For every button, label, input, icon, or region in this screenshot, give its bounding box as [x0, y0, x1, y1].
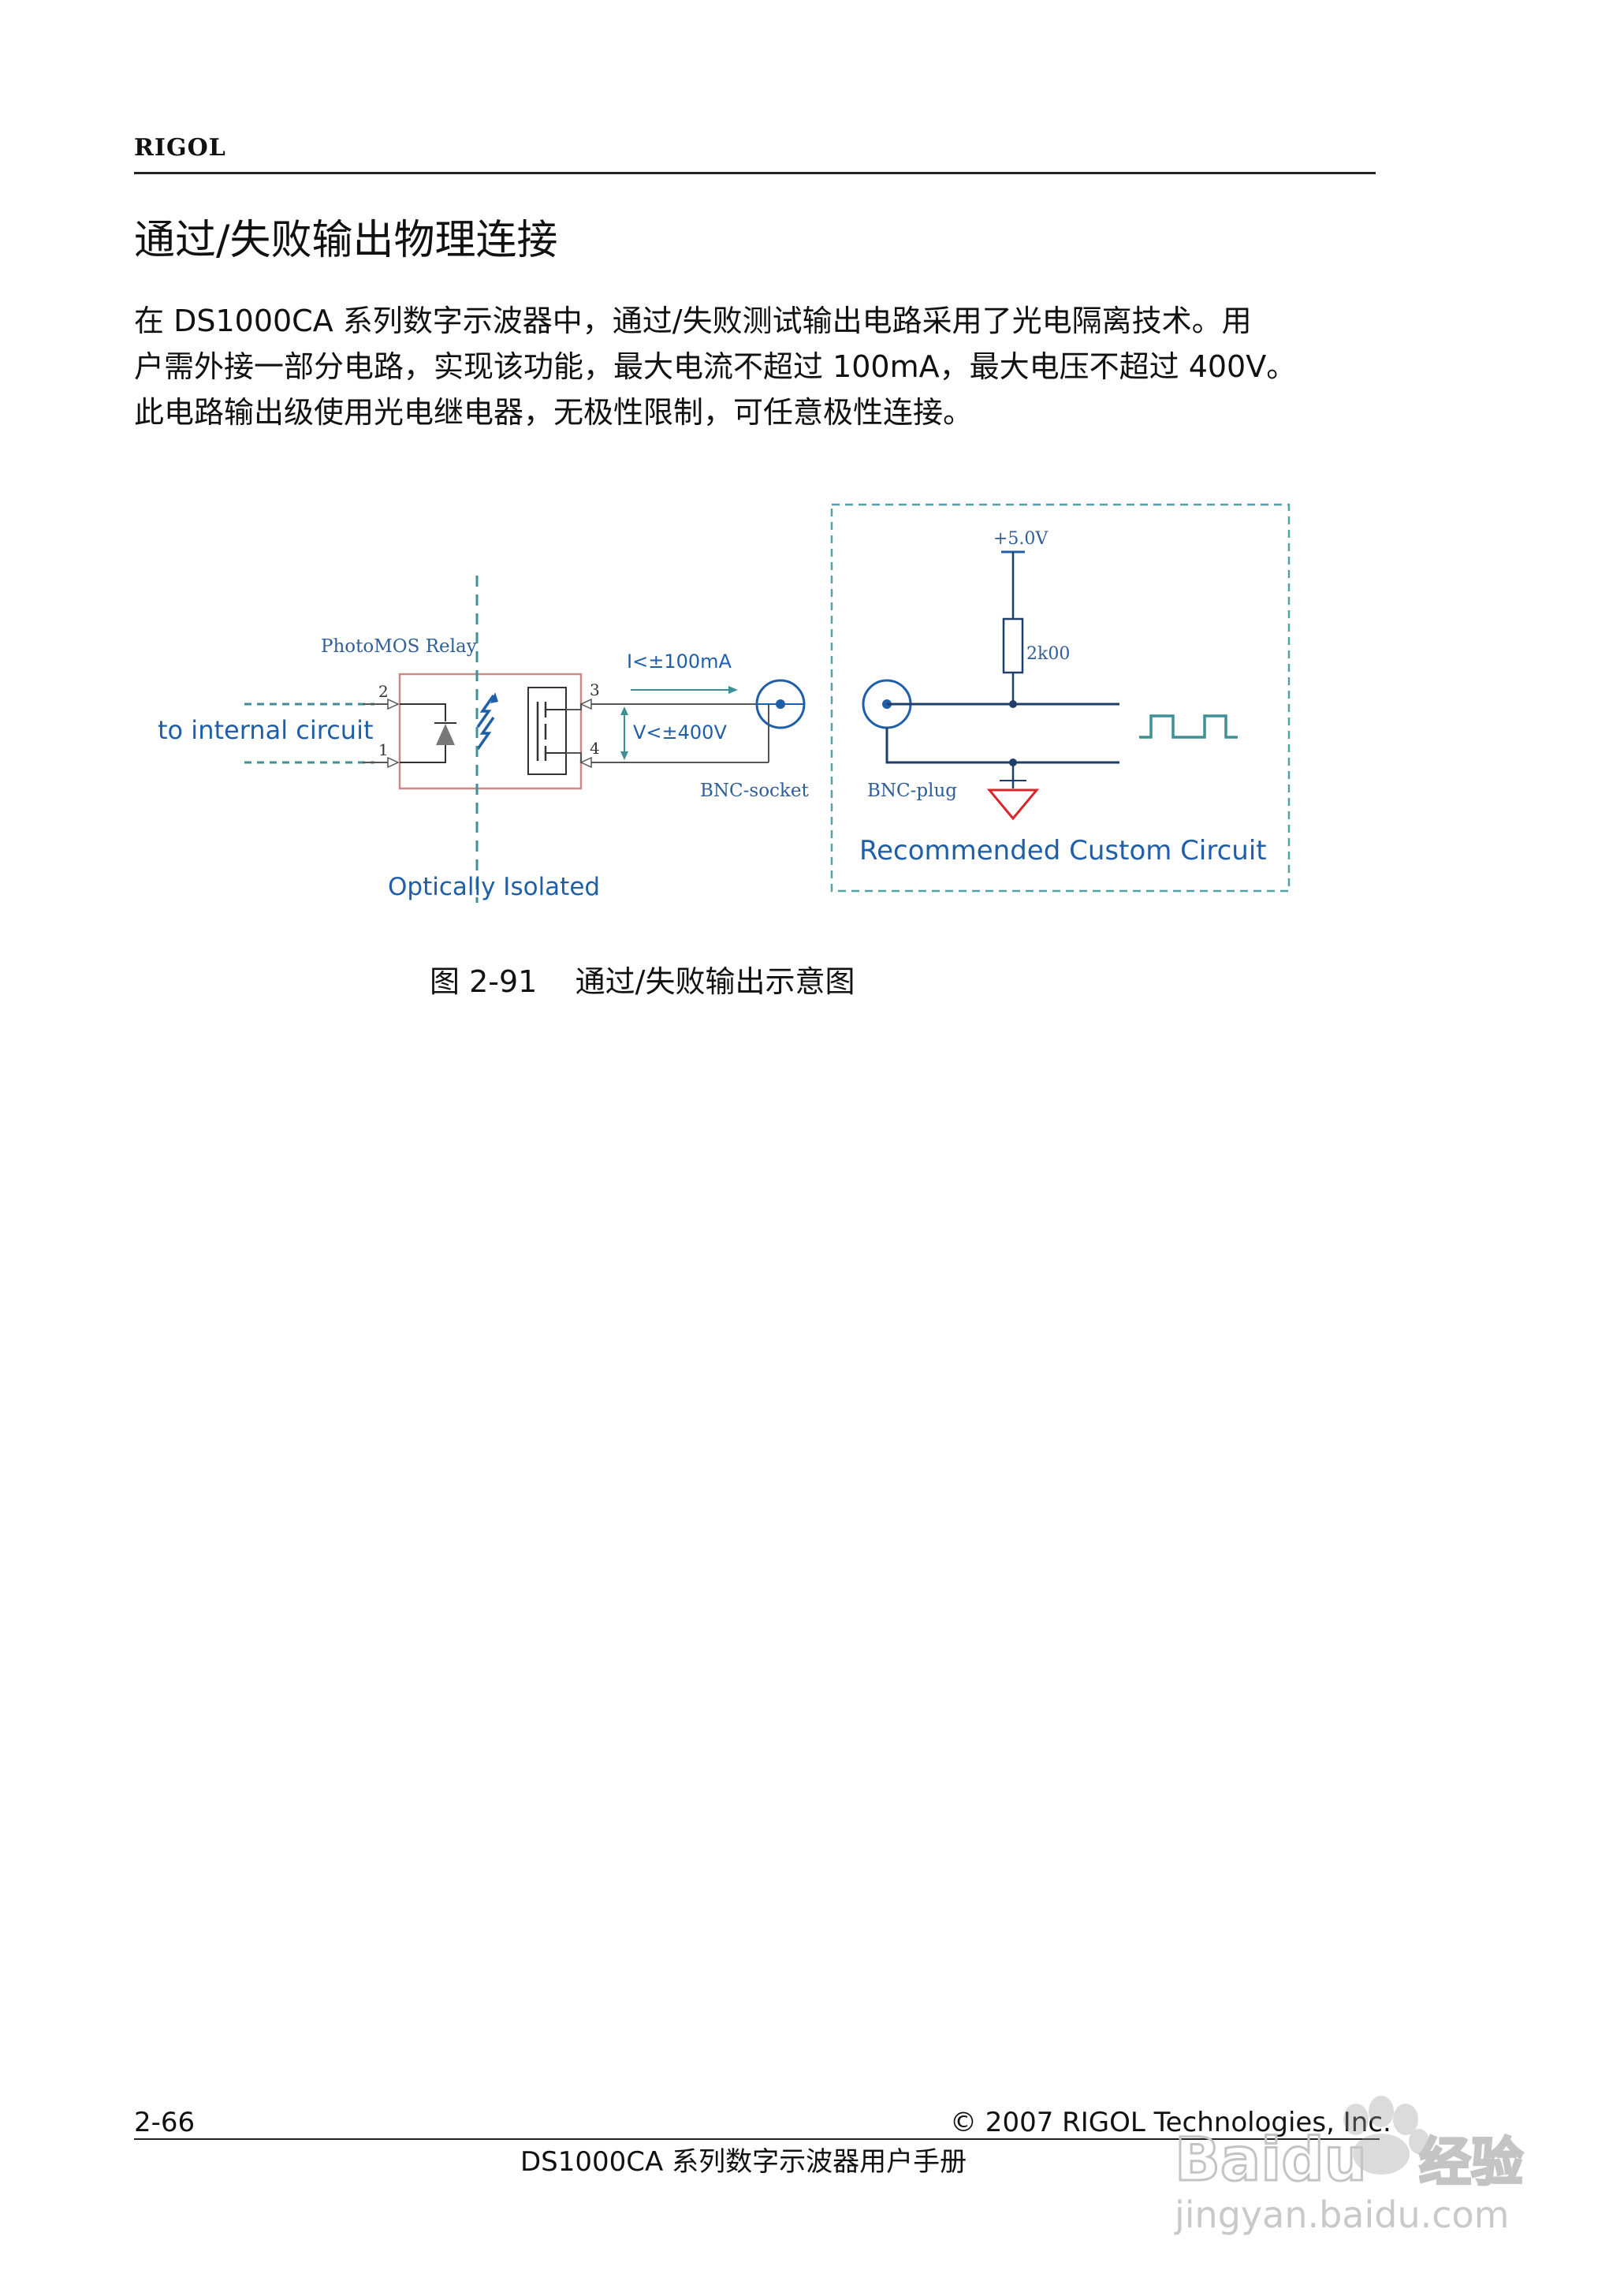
custom-circuit-label: Recommended Custom Circuit [859, 835, 1267, 867]
led-diode-icon [436, 724, 455, 745]
current-label: I<±100mA [627, 650, 732, 673]
led-wire-bottom [400, 745, 446, 763]
light-arrow-icon [476, 716, 495, 751]
page-number: 2-66 [134, 2107, 196, 2138]
supply-label: +5.0V [993, 529, 1049, 549]
figure-caption: 图 2-91 通过/失败输出示意图 [430, 964, 855, 999]
footer-rule [134, 2138, 1380, 2140]
pin1-arrow [387, 756, 400, 769]
watermark-brand: Baidu [1175, 2124, 1367, 2194]
voltage-arrowhead-icon [620, 751, 628, 760]
watermark-url: jingyan.baidu.com [1174, 2194, 1510, 2236]
custom-circuit-box [830, 503, 1291, 893]
body-line: 此电路输出级使用光电继电器，无极性限制，可任意极性连接。 [134, 395, 974, 430]
pin2-arrow [387, 698, 400, 710]
relay-box [398, 673, 583, 790]
header-brand: RIGOL [134, 134, 226, 162]
voltage-label: V<±400V [633, 721, 727, 744]
watermark-product: 经验 [1419, 2132, 1523, 2193]
junction-dot [1009, 700, 1017, 708]
body-paragraph: 在 DS1000CA 系列数字示波器中，通过/失败测试输出电路采用了光电隔离技术… [134, 298, 1380, 435]
mosfet-outline [527, 687, 567, 775]
pin4-label: 4 [590, 739, 600, 758]
relay-label: PhotoMOS Relay [321, 636, 477, 657]
pin1-label: 1 [378, 740, 389, 759]
circuit-diagram: PhotoMOS Relay to internal circuit 2 1 3… [158, 503, 1291, 903]
resistor-label: 2k00 [1026, 644, 1070, 664]
body-line: 户需外接一部分电路，实现该功能，最大电流不超过 100mA，最大电压不超过 40… [134, 349, 1297, 384]
bnc-plug-label: BNC-plug [867, 781, 957, 801]
internal-circuit-label: to internal circuit [158, 715, 374, 745]
copyright: © 2007 RIGOL Technologies, Inc. [950, 2107, 1391, 2138]
pin4-wire [566, 752, 769, 763]
optically-isolated-label: Optically Isolated [388, 873, 600, 901]
body-line: 在 DS1000CA 系列数字示波器中，通过/失败测试输出电路采用了光电隔离技术… [134, 304, 1252, 338]
voltage-arrowhead-icon [620, 706, 628, 715]
bnc-socket-label: BNC-socket [700, 781, 809, 801]
led-wire-top [400, 703, 446, 721]
ground-icon [986, 788, 1040, 821]
pin4-arrow [579, 756, 592, 769]
resistor-icon [1002, 617, 1024, 674]
pin3-label: 3 [590, 680, 600, 699]
current-arrowhead-icon [728, 686, 738, 694]
ground-line [885, 728, 1119, 764]
pin3-arrow [579, 698, 592, 710]
pin3-wire [566, 703, 769, 710]
pulse-waveform-icon [1139, 714, 1238, 739]
light-arrow-icon [476, 694, 495, 729]
baidu-watermark: Baidu 经验 jingyan.baidu.com [1174, 2096, 1525, 2236]
pin2-label: 2 [378, 682, 389, 701]
header-rule [134, 172, 1376, 174]
light-arrowhead-icon [490, 692, 498, 703]
paw-icon [1343, 2096, 1429, 2175]
manual-title: DS1000CA 系列数字示波器用户手册 [520, 2146, 967, 2178]
section-title: 通过/失败输出物理连接 [134, 217, 558, 264]
